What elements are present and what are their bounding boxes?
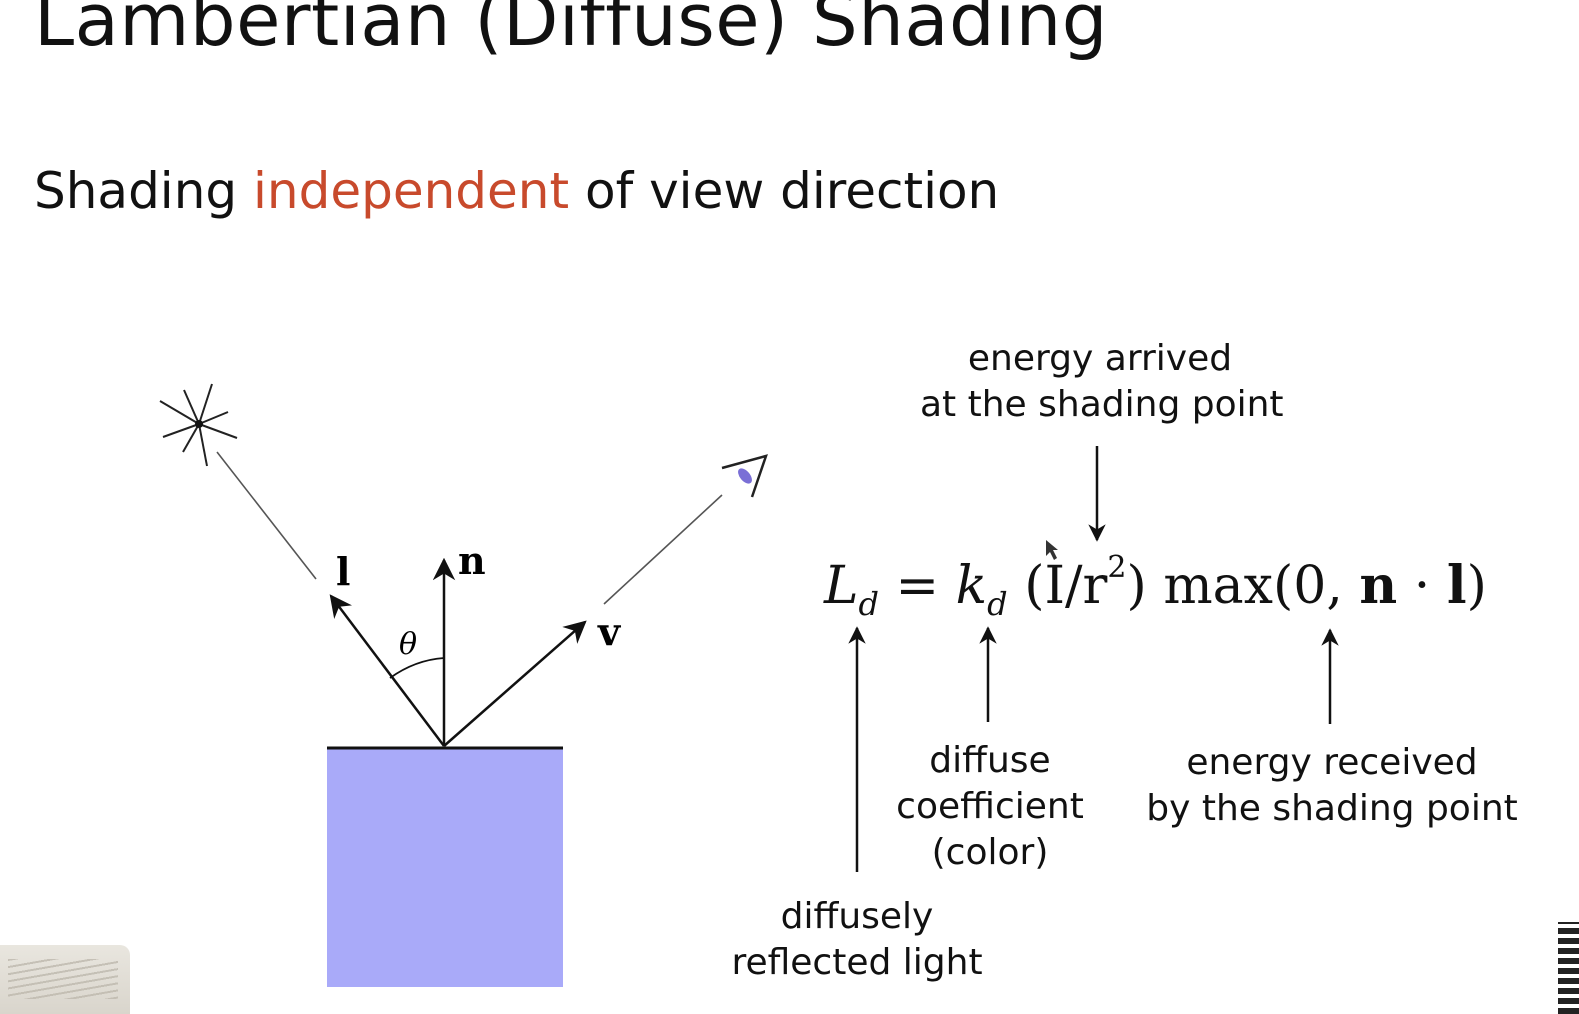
- surface-block: [327, 749, 563, 987]
- light-ray: [217, 452, 316, 579]
- eq-max-open: max(0,: [1163, 556, 1359, 616]
- annotation-energy-arrived-line1: energy arrived: [920, 336, 1280, 382]
- theta-label: θ: [399, 627, 417, 662]
- normal-vector-label: n: [458, 538, 486, 583]
- annotation-energy-received: energy received by the shading point: [1146, 740, 1518, 832]
- eye-icon: [722, 456, 766, 497]
- lambertian-equation: Ld = kd (I/r2) max(0, n · l): [824, 550, 1487, 623]
- eq-lhs: L: [824, 556, 859, 616]
- light-vector-label: l: [336, 549, 350, 594]
- eq-max-close: ): [1467, 556, 1487, 616]
- eq-equals: =: [896, 556, 940, 616]
- eq-intensity-close: ): [1127, 556, 1147, 616]
- annotation-diffuse-coefficient-line2: coefficient: [890, 784, 1090, 830]
- view-vector-label: v: [597, 609, 622, 654]
- annotation-diffuse-coefficient-line3: (color): [890, 830, 1090, 876]
- light-vector-arrow: [331, 596, 444, 746]
- annotation-diffusely-reflected: diffusely reflected light: [728, 894, 986, 986]
- eq-intensity-open: (I/r: [1024, 556, 1107, 616]
- annotation-diffuse-coefficient: diffuse coefficient (color): [890, 738, 1090, 876]
- view-vector-arrow: [444, 622, 585, 746]
- eq-lhs-sub: d: [859, 585, 879, 623]
- annotation-energy-received-line2: by the shading point: [1146, 786, 1518, 832]
- eq-k: k: [956, 556, 988, 616]
- video-thumbnail-overlay: [0, 945, 130, 1014]
- view-ray: [604, 495, 722, 604]
- annotation-energy-arrived-line2: at the shading point: [920, 382, 1280, 428]
- annotation-diffusely-reflected-line1: diffusely: [728, 894, 986, 940]
- qr-code-edge: [1558, 922, 1579, 1014]
- eq-intensity-exp: 2: [1107, 550, 1126, 585]
- annotation-diffusely-reflected-line2: reflected light: [728, 940, 986, 986]
- eq-k-sub: d: [987, 585, 1007, 623]
- annotation-energy-arrived: energy arrived at the shading point: [920, 336, 1280, 428]
- annotation-energy-received-line1: energy received: [1146, 740, 1518, 786]
- eq-n: n: [1359, 555, 1397, 616]
- annotation-diffuse-coefficient-line1: diffuse: [890, 738, 1090, 784]
- eq-l: l: [1447, 555, 1467, 616]
- eq-dot: ·: [1397, 556, 1447, 616]
- light-source-icon: [160, 384, 237, 466]
